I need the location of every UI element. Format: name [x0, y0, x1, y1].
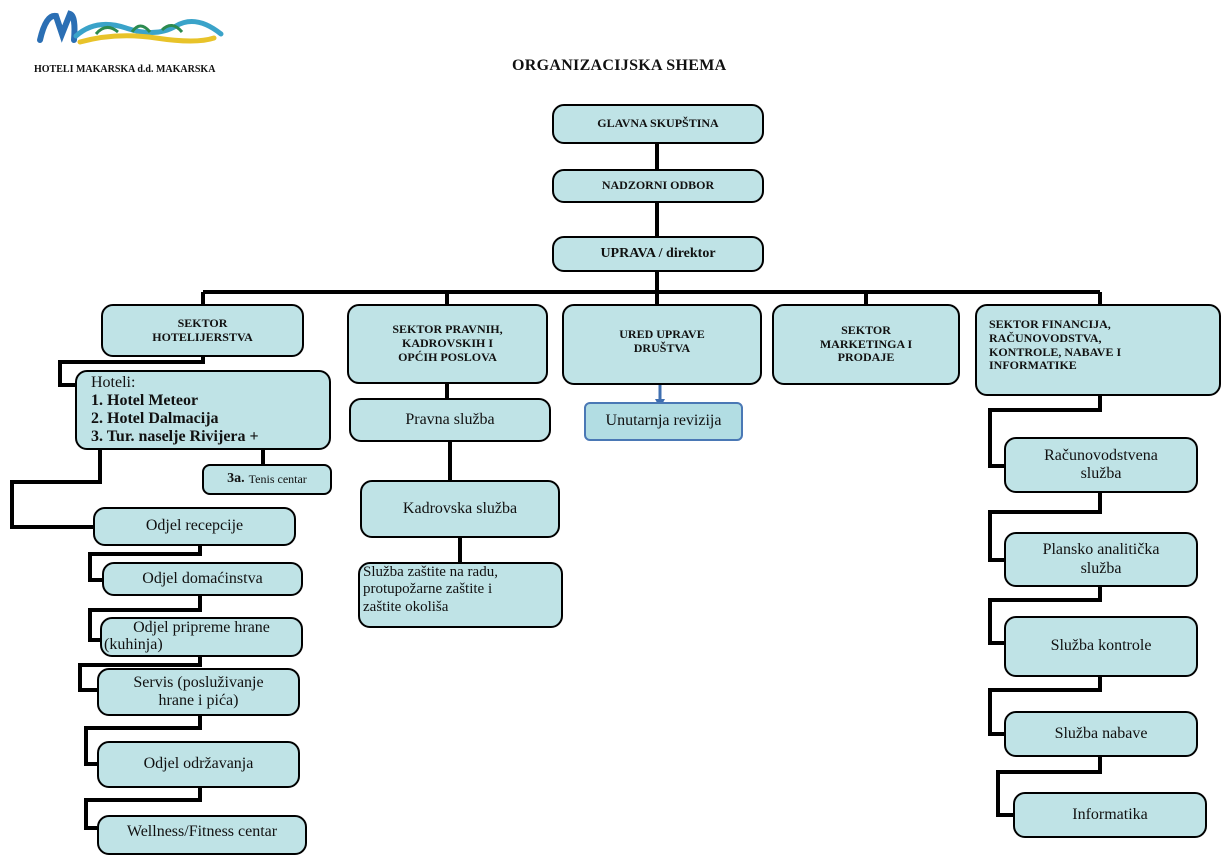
sektor-marketinga-line-3: PRODAJE [837, 350, 895, 365]
ured-uprave-line-2: DRUŠTVA [633, 340, 691, 355]
racunovodstvena-line-2: služba [1080, 465, 1122, 482]
sektor-financija-line-2: RAČUNOVODSTVA, [989, 330, 1102, 345]
sektor-financija-box: SEKTOR FINANCIJA, RAČUNOVODSTVA, KONTROL… [975, 304, 1221, 396]
sluzba-kontrole-box: Služba kontrole [1004, 616, 1198, 677]
sektor-marketinga-line-1: SEKTOR [841, 322, 891, 337]
hoteli-box: Hoteli: 1. Hotel Meteor 2. Hotel Dalmaci… [75, 370, 331, 450]
tenis-centar-number: 3a. [227, 471, 245, 487]
sektor-pravnih-box: SEKTOR PRAVNIH, KADROVSKIH I OPĆIH POSLO… [347, 304, 548, 384]
tur-naselje-rivijera: 3. Tur. naselje Rivijera + [91, 427, 259, 445]
uprava-box: UPRAVA / direktor [552, 236, 764, 272]
sluzba-zastite-line-1: Služba zaštite na radu, [363, 564, 498, 580]
sektor-financija-line-1: SEKTOR FINANCIJA, [989, 317, 1111, 331]
sektor-marketinga-box: SEKTOR MARKETINGA I PRODAJE [772, 304, 960, 385]
unutarnja-revizija-box: Unutarnja revizija [584, 402, 743, 441]
sluzba-zastite-box: Služba zaštite na radu, protupožarne zaš… [358, 562, 563, 628]
sektor-pravnih-line-2: KADROVSKIH I [401, 336, 493, 351]
glavna-skupstina-box: GLAVNA SKUPŠTINA [552, 104, 764, 144]
odjel-odrzavanja-box: Odjel održavanja [97, 741, 300, 788]
company-logo [36, 8, 226, 53]
plansko-analiticka-line-2: služba [1080, 559, 1122, 577]
plansko-analiticka-box: Plansko analitička služba [1004, 532, 1198, 587]
hotel-dalmacija: 2. Hotel Dalmacija [91, 409, 219, 427]
sektor-pravnih-line-1: SEKTOR PRAVNIH, [392, 322, 503, 337]
sektor-hotelijerstva-line-1: SEKTOR [177, 315, 228, 330]
servis-line-2: hrane i pića) [158, 692, 239, 709]
page-title: ORGANIZACIJSKA SHEMA [512, 57, 727, 74]
sluzba-zastite-line-2: protupožarne zaštite i [363, 581, 493, 598]
servis-line-1: Servis (posluživanje [133, 673, 264, 691]
racunovodstvena-line-1: Računovodstvena [1044, 446, 1158, 464]
tenis-centar-box: 3a. Tenis centar [202, 464, 332, 495]
odjel-pripreme-hrane-box: Odjel pripreme hrane (kuhinja) [100, 617, 303, 657]
plansko-analiticka-line-1: Plansko analitička [1042, 541, 1160, 559]
servis-box: Servis (posluživanje hrane i pića) [97, 668, 300, 716]
sektor-financija-line-4: INFORMATIKE [989, 358, 1077, 373]
company-name: HOTELI MAKARSKA d.d. MAKARSKA [34, 64, 216, 75]
sektor-hotelijerstva-line-2: HOTELIJERSTVA [152, 329, 253, 344]
informatika-box: Informatika [1013, 792, 1207, 838]
hotel-meteor: 1. Hotel Meteor [91, 391, 199, 409]
odjel-pripreme-hrane-line-1: Odjel pripreme hrane [133, 619, 270, 637]
sektor-financija-line-3: KONTROLE, NABAVE I [989, 344, 1122, 359]
nadzorni-odbor-box: NADZORNI ODBOR [552, 169, 764, 203]
ured-uprave-box: URED UPRAVE DRUŠTVA [562, 304, 762, 385]
odjel-recepcije-box: Odjel recepcije [93, 507, 296, 546]
sluzba-zastite-line-3: zaštite okoliša [363, 598, 449, 615]
kadrovska-sluzba-box: Kadrovska služba [360, 480, 560, 538]
sektor-hotelijerstva-box: SEKTOR HOTELIJERSTVA [101, 304, 304, 357]
odjel-domacinstva-box: Odjel domaćinstva [102, 562, 303, 596]
sektor-pravnih-line-3: OPĆIH POSLOVA [398, 349, 497, 364]
sektor-marketinga-line-2: MARKETINGA I [819, 336, 913, 351]
tenis-centar-label: Tenis centar [248, 471, 307, 486]
pravna-sluzba-box: Pravna služba [349, 398, 551, 442]
sluzba-nabave-box: Služba nabave [1004, 711, 1198, 757]
racunovodstvena-sluzba-box: Računovodstvena služba [1004, 437, 1198, 493]
ured-uprave-line-1: URED UPRAVE [619, 327, 705, 341]
wellness-fitness-box: Wellness/Fitness centar [97, 815, 307, 855]
odjel-pripreme-hrane-line-2: (kuhinja) [104, 636, 163, 653]
hoteli-label: Hoteli: [91, 374, 136, 391]
